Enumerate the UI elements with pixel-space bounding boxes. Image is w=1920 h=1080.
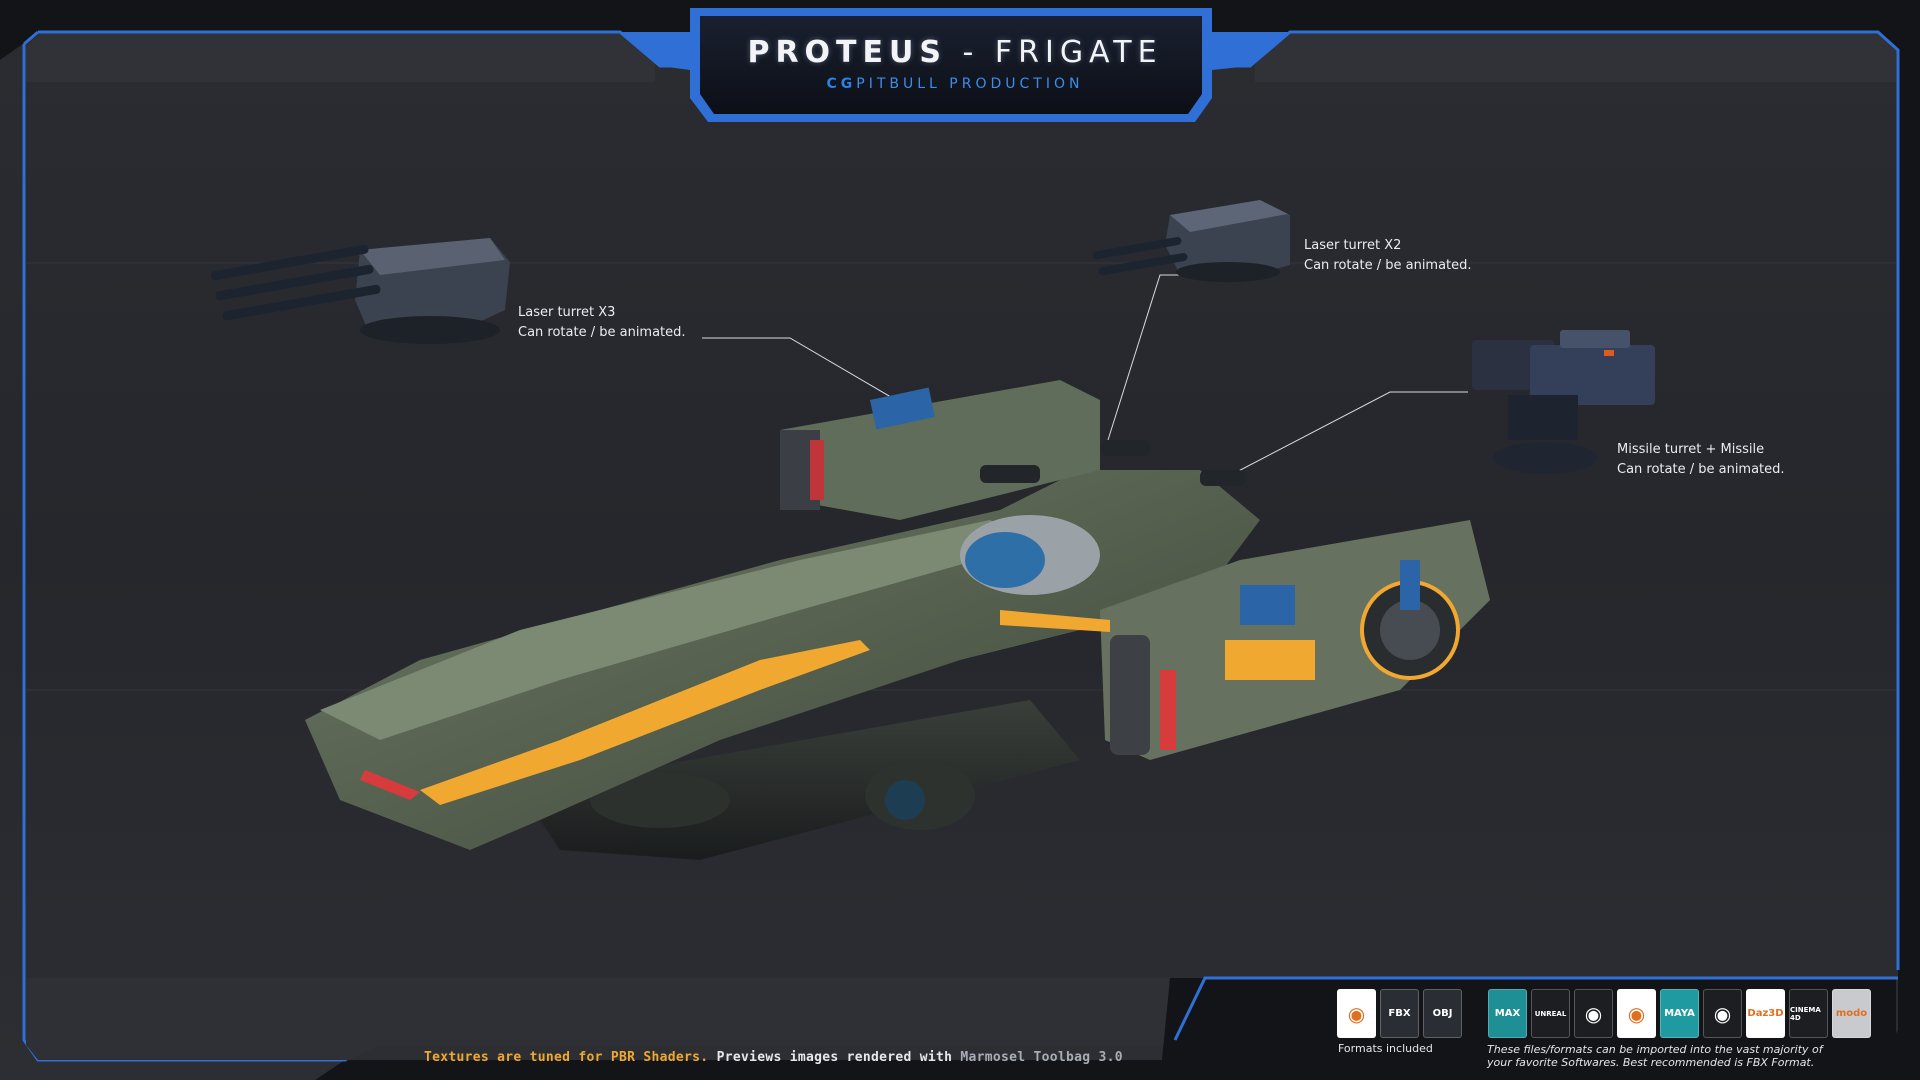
title-strong: PROTEUS [747, 34, 947, 70]
unity-icon: ◉ [1574, 989, 1613, 1038]
callout-missile-turret: Missile turret + Missile Can rotate / be… [1617, 440, 1785, 480]
software-caption: These files/formats can be imported into… [1487, 1043, 1823, 1069]
subtitle-rest: PITBULL PRODUCTION [856, 75, 1084, 92]
software-caption-line2: your favorite Softwares. Best recommende… [1487, 1056, 1815, 1069]
footer-renderer-name: Marmosel Toolbag 3.0 [960, 1050, 1123, 1065]
callout-laser-turret-x2: Laser turret X2 Can rotate / be animated… [1304, 236, 1472, 276]
callout-title: Missile turret + Missile [1617, 442, 1765, 457]
fbx-icon: FBX [1380, 989, 1419, 1038]
blender-icon: ◉ [1617, 989, 1656, 1038]
daz3d-icon: Daz3D [1746, 989, 1785, 1038]
callout-desc: Can rotate / be animated. [518, 325, 686, 340]
footer-pbr-note: Textures are tuned for PBR Shaders. [424, 1050, 709, 1065]
callout-title: Laser turret X3 [518, 305, 616, 320]
laser-turret-x3-image [210, 238, 510, 344]
blender-icon: ◉ [1337, 989, 1376, 1038]
maya-icon: MAYA [1660, 989, 1699, 1038]
modo-icon: modo [1832, 989, 1871, 1038]
knald-icon: ◉ [1703, 989, 1742, 1038]
callout-title: Laser turret X2 [1304, 238, 1402, 253]
title-light: - FRIGATE [946, 34, 1163, 70]
3dsmax-icon: MAX [1488, 989, 1527, 1038]
frigate-ship-image [305, 380, 1490, 860]
callout-desc: Can rotate / be animated. [1617, 462, 1785, 477]
subtitle-brand: CG [826, 75, 857, 92]
footer-preview-note: Previews images rendered with [708, 1050, 961, 1065]
formats-caption: Formats included [1338, 1042, 1433, 1055]
title-plate: PROTEUS - FRIGATE CGPITBULL PRODUCTION [700, 12, 1210, 114]
page-subtitle: CGPITBULL PRODUCTION [827, 76, 1084, 92]
callout-laser-turret-x3: Laser turret X3 Can rotate / be animated… [518, 303, 686, 343]
callout-desc: Can rotate / be animated. [1304, 258, 1472, 273]
missile-turret-image [1472, 330, 1655, 474]
footer-render-note: Textures are tuned for PBR Shaders. Prev… [424, 1050, 1123, 1065]
obj-icon: OBJ [1423, 989, 1462, 1038]
cinema4d-icon: CINEMA 4D [1789, 989, 1828, 1038]
software-caption-line1: These files/formats can be imported into… [1487, 1043, 1823, 1056]
unreal-icon: UNREAL [1531, 989, 1570, 1038]
laser-turret-x2-image [1092, 200, 1290, 282]
page-title: PROTEUS - FRIGATE [747, 35, 1162, 70]
